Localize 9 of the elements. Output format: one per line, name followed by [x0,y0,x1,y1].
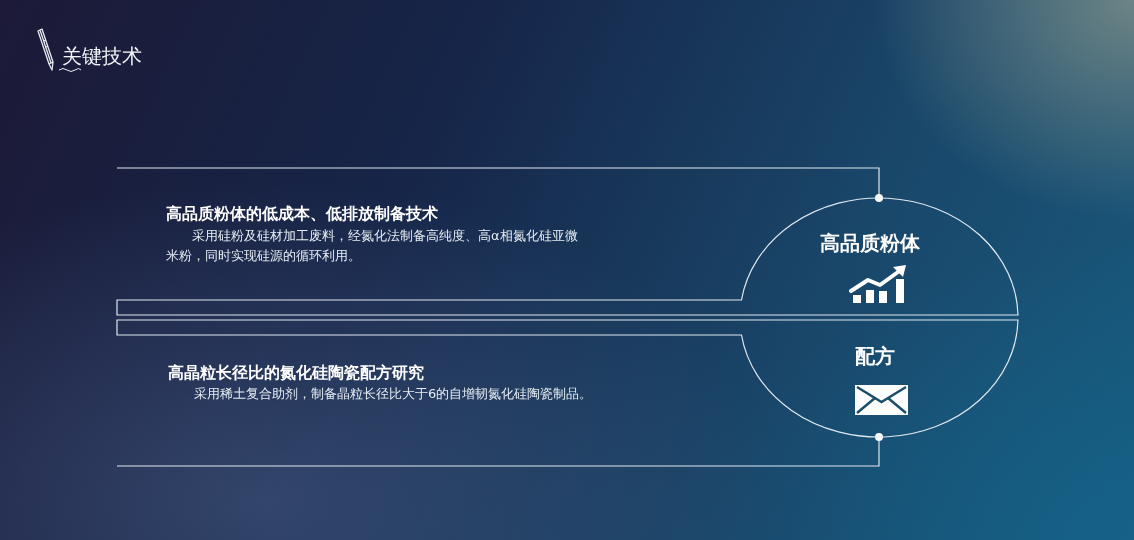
node-title: 高品质粉体 [819,231,921,255]
heading: 高品质粉体的低成本、低排放制备技术 [166,204,439,224]
paragraph: 采用硅粉及硅材加工废料，经氮化法制备高纯度、高α相氮化硅亚微米粉，同时实现硅源的循环利用。 [166,227,579,265]
connector-line [116,167,883,202]
node-title: 配方 [854,344,896,368]
connector-line [116,433,883,467]
paragraph: 采用稀土复合助剂，制备晶粒长径比大于6的自增韧氮化硅陶瓷制品。 [193,385,594,403]
title: 关键技术 [62,43,142,69]
heading: 高晶粒长径比的氮化硅陶瓷配方研究 [168,363,425,383]
